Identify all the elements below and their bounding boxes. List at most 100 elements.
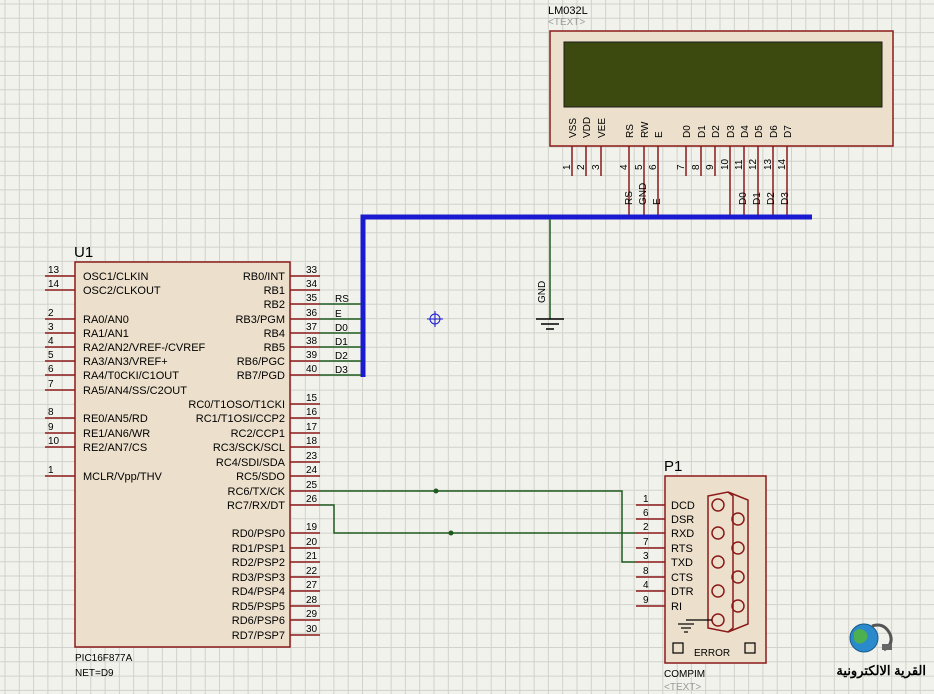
lcd-text-tag: <TEXT> — [548, 17, 585, 28]
mcu-pin-number: 39 — [306, 350, 318, 361]
com-pin-number: 6 — [643, 508, 649, 519]
mcu-pin-label: RC0/T1OSO/T1CKI — [188, 399, 285, 411]
mcu-pin-label: RB3/PGM — [235, 314, 285, 326]
mcu-pin-number: 13 — [48, 265, 60, 276]
mcu-pin-label: MCLR/Vpp/THV — [83, 471, 163, 483]
db9-pin-hole — [711, 526, 725, 540]
mcu-pin-number: 8 — [48, 407, 54, 418]
mcu-pin-number: 33 — [306, 265, 318, 276]
lcd-net-label: RS — [624, 191, 635, 205]
db9-pin-hole — [711, 584, 725, 598]
mcu-part: PIC16F877A — [75, 653, 133, 664]
mcu-pin-number: 24 — [306, 465, 318, 476]
mcu-pin-label: OSC2/CLKOUT — [83, 285, 161, 297]
lcd-pin-label: RW — [640, 121, 651, 138]
com-pin-number: 9 — [643, 595, 649, 606]
mcu-pin-label: RA0/AN0 — [83, 314, 129, 326]
rx-wire — [320, 504, 636, 534]
lcd-pin-number: 12 — [748, 158, 759, 170]
mcu-pin-label: OSC1/CLKIN — [83, 271, 148, 283]
mcu-pin-number: 10 — [48, 436, 60, 447]
db9-pin-hole — [711, 498, 725, 512]
lcd-net-label: GND — [638, 183, 649, 205]
lcd-pin-label: D4 — [740, 125, 751, 138]
lcd-pin-label: VSS — [568, 118, 579, 138]
mcu-pin-label: RD1/PSP1 — [232, 543, 285, 555]
lcd-pin-label: D2 — [711, 125, 722, 138]
lcd-pin-label: D7 — [783, 125, 794, 138]
mcu-pin-number: 35 — [306, 293, 318, 304]
lcd-pins: VSS1VDD2VEE3RS4RW5E6D07D18D29D310D411D51… — [562, 117, 794, 216]
lcd-pin-label: VEE — [597, 118, 608, 138]
lcd-pin-number: 1 — [562, 164, 573, 170]
mcu-pin-label: RE2/AN7/CS — [83, 442, 147, 454]
wiring: GND — [320, 214, 812, 563]
com-pin-number: 4 — [643, 580, 649, 591]
mcu-pin-number: 5 — [48, 350, 54, 361]
mcu-pin-label: RD2/PSP2 — [232, 557, 285, 569]
com-ref: P1 — [664, 458, 682, 475]
mcu-pin-number: 36 — [306, 308, 318, 319]
mcu-net-label: RS — [335, 294, 349, 305]
mcu-pin-number: 29 — [306, 609, 318, 620]
com-pin-label: RXD — [671, 528, 694, 540]
lcd-net-label: D2 — [766, 192, 777, 205]
mcu-pin-number: 37 — [306, 322, 318, 333]
mcu-net-label: D2 — [335, 351, 348, 362]
mcu-pin-number: 9 — [48, 422, 54, 433]
mcu-pin-label: RB7/PGD — [237, 370, 285, 382]
lcd-name: LM032L — [548, 5, 588, 17]
mcu-pin-number: 25 — [306, 480, 318, 491]
mcu-pin-number: 3 — [48, 322, 54, 333]
mcu-pin-number: 26 — [306, 494, 318, 505]
globe-plug-icon — [849, 623, 893, 653]
mcu-pin-label: RC1/T1OSI/CCP2 — [196, 413, 285, 425]
junction-dot — [448, 530, 454, 536]
gnd-label: GND — [537, 281, 548, 303]
mcu-pin-number: 14 — [48, 279, 60, 290]
mcu-pin-label: RA3/AN3/VREF+ — [83, 356, 168, 368]
mcu-net-label: D0 — [335, 323, 348, 334]
lcd-pin-number: 8 — [691, 164, 702, 170]
mcu-pin-number: 17 — [306, 422, 318, 433]
lcd-pin-number: 2 — [576, 164, 587, 170]
com-pin-label: RTS — [671, 543, 693, 555]
mcu-pin-number: 40 — [306, 364, 318, 375]
lcd-pin-number: 11 — [734, 159, 745, 170]
mcu-pin-number: 34 — [306, 279, 318, 290]
mcu-pin-number: 20 — [306, 537, 318, 548]
data-bus — [360, 214, 812, 377]
mcu-body — [74, 261, 291, 648]
mcu-pin-label: RA1/AN1 — [83, 328, 129, 340]
mcu-pin-number: 2 — [48, 308, 54, 319]
lcd-net-label: D0 — [738, 192, 749, 205]
mcu-pin-label: RD6/PSP6 — [232, 615, 285, 627]
com-pin-number: 8 — [643, 566, 649, 577]
mcu-pin-number: 30 — [306, 624, 318, 635]
lcd-pin-number: 10 — [720, 158, 731, 170]
mcu-pin-number: 38 — [306, 336, 318, 347]
mcu-pic16f877a[interactable]: U1 13OSC1/CLKIN14OSC2/CLKOUT2RA0/AN03RA1… — [45, 244, 349, 679]
com-pin-number: 7 — [643, 537, 649, 548]
mcu-pin-label: RD5/PSP5 — [232, 601, 285, 613]
mcu-pin-label: RB5 — [264, 342, 285, 354]
mcu-net-label: E — [335, 309, 342, 320]
mcu-pin-label: RB0/INT — [243, 271, 285, 283]
com-pin-label: CTS — [671, 572, 693, 584]
com-pin-number: 3 — [643, 551, 649, 562]
mcu-pin-label: RD4/PSP4 — [232, 586, 285, 598]
mcu-pin-number: 27 — [306, 580, 318, 591]
db9-pin-hole — [711, 555, 725, 569]
mcu-pin-label: RC4/SDI/SDA — [216, 457, 286, 469]
mcu-pin-number: 23 — [306, 451, 318, 462]
lcd-pin-label: D6 — [769, 125, 780, 138]
error-led-left — [672, 642, 684, 654]
lcd-module[interactable]: LM032L <TEXT> VSS1VDD2VEE3RS4RW5E6D07D18… — [548, 5, 894, 216]
lcd-pin-label: RS — [625, 124, 636, 138]
lcd-pin-label: E — [654, 131, 665, 138]
mcu-pin-label: RC7/RX/DT — [227, 500, 285, 512]
